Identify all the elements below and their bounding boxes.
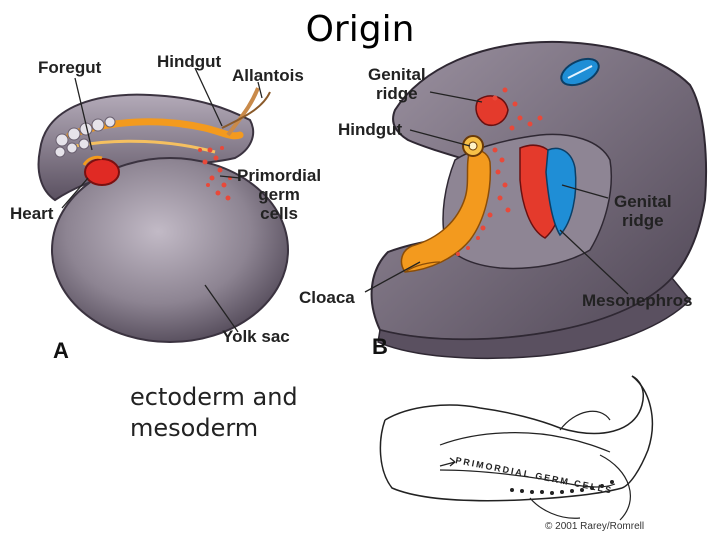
slide-title: Origin [305,9,415,50]
label-heart: Heart [10,204,54,223]
panel-label-b: B [372,334,388,359]
sketch-dots [510,480,614,495]
allantois-shape [226,87,260,137]
label-allantois: Allantois [232,66,304,85]
sketch-label: PRIMORDIAL GERM CELLS [455,455,614,495]
label-yolk-sac: Yolk sac [222,327,290,346]
label-hindgut-a: Hindgut [157,52,222,71]
sketch-arrow [439,461,456,467]
somite-beads [54,116,116,158]
germ-cells-b [456,87,543,256]
germ-cell-migration-sketch [379,375,654,521]
label-foregut: Foregut [38,58,102,77]
copyright-note: © 2001 Rarey/Romrell [545,521,645,532]
label-genital-ridge-right: Genital ridge [614,192,672,230]
label-primordial-germ-cells: Primordial germ cells [237,166,322,223]
yolk-sac-shape [51,157,289,343]
heart-shape [84,158,120,186]
label-cloaca: Cloaca [299,288,355,307]
mesonephros-shape [545,147,577,237]
label-hindgut-b: Hindgut [338,120,403,139]
label-genital-ridge-top: Genital ridge [368,65,426,103]
body-text: ectoderm and mesoderm [130,383,298,442]
germ-cells-a [198,146,232,201]
panel-b-drawing [364,40,708,360]
panel-label-a: A [53,338,69,363]
panel-a-drawing [37,67,289,343]
label-mesonephros: Mesonephros [582,291,693,310]
